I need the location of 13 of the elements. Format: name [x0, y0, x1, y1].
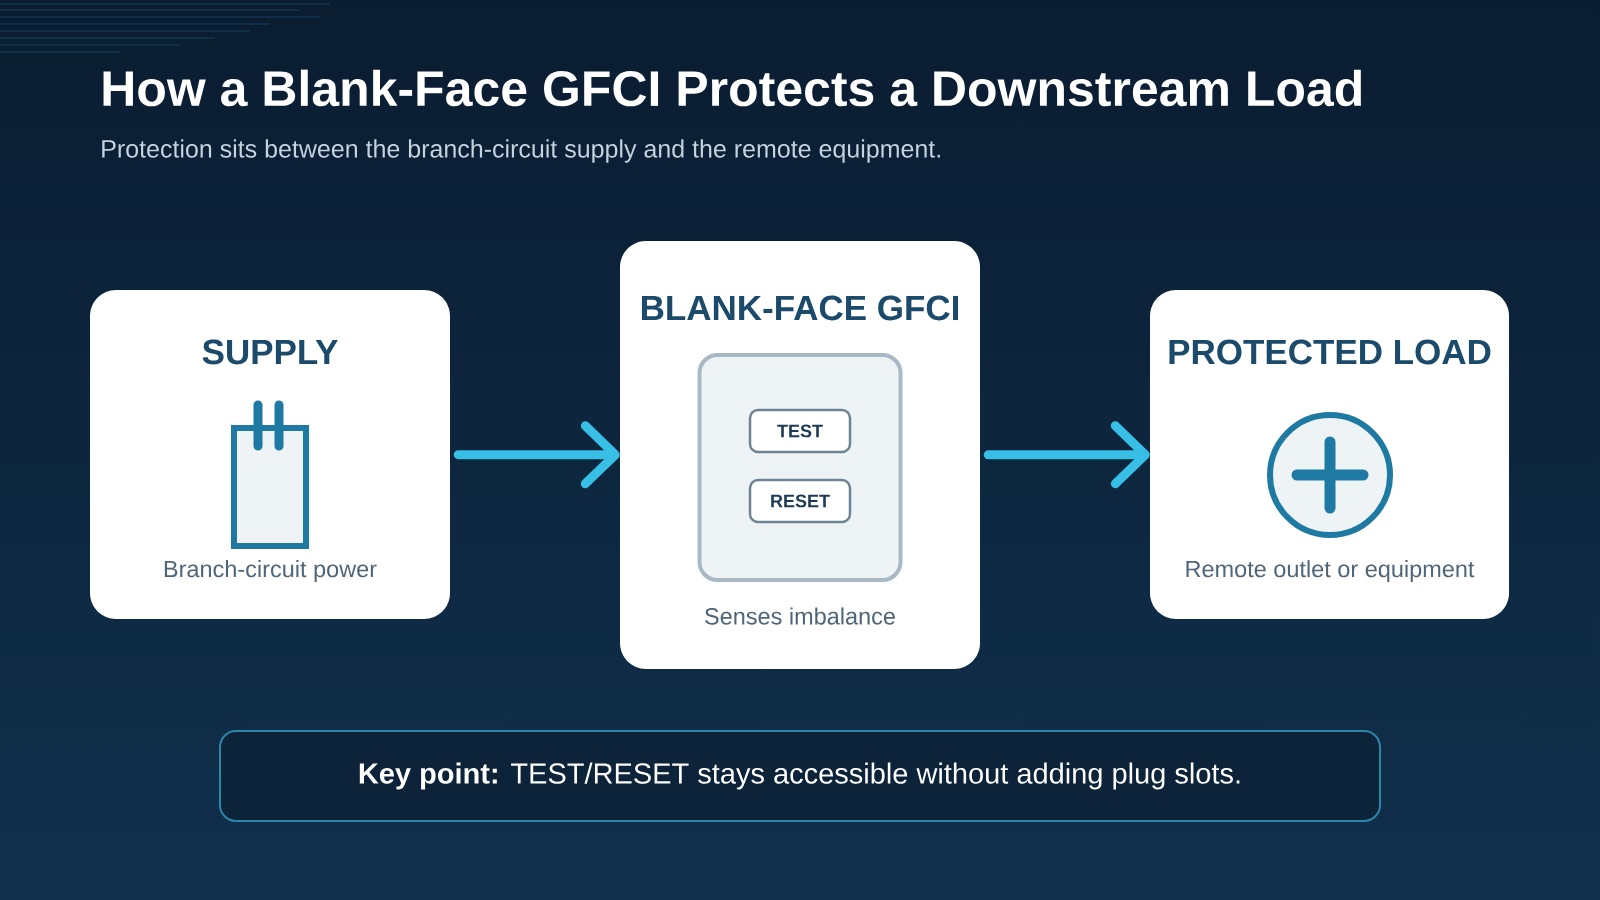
- title: How a Blank-Face GFCI Protects a Downstream Load: [103, 69, 1361, 107]
- card-caption: Senses imbalance: [705, 607, 895, 625]
- card-caption: Branch-circuit power: [164, 560, 377, 582]
- card-heading: PROTECTED LOAD: [1169, 339, 1491, 365]
- push-button: TEST: [748, 408, 852, 454]
- arrow: [983, 421, 1150, 489]
- arrow: [453, 421, 620, 489]
- card-caption: Remote outlet or equipment: [1186, 560, 1475, 582]
- card-heading: BLANK-FACE GFCI: [641, 295, 959, 321]
- subtitle: Protection sits between the branch-circuit supply and the remote equipment.: [102, 139, 940, 163]
- push-button: RESET: [748, 478, 852, 524]
- card-heading: SUPPLY: [202, 339, 338, 365]
- note-box: Key point: TEST/RESET stays accessible without adding plug slots.: [219, 730, 1381, 822]
